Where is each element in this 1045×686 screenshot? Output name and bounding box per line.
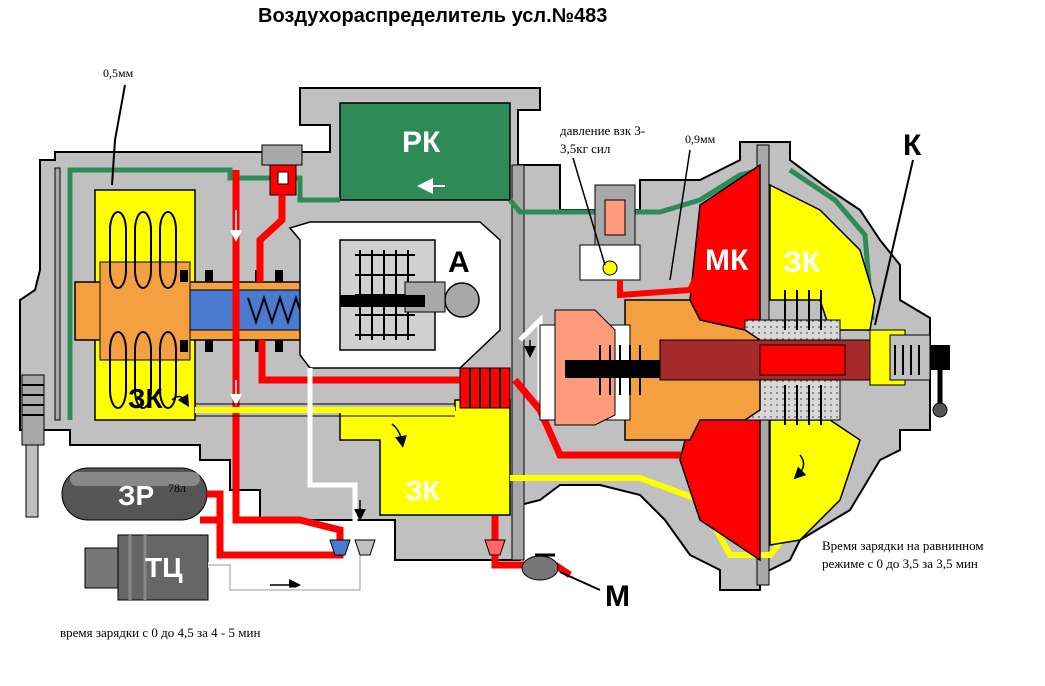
label-k: К — [903, 129, 922, 162]
mk-feed-channel — [617, 268, 703, 299]
label-tc: ТЦ — [145, 552, 183, 583]
note-pressure-line2: 3,5кг сил — [560, 141, 611, 156]
label-zk-bottom: ЗК — [405, 475, 441, 506]
spring-icon — [109, 211, 177, 409]
label-mk: МК — [705, 244, 749, 277]
chamber-a: А — [288, 221, 501, 369]
left-end-plug — [21, 374, 45, 518]
orifice-left-leader — [111, 84, 126, 186]
orifice-right-leader — [669, 149, 691, 281]
label-rk: РК — [402, 126, 441, 159]
center-connector — [459, 367, 511, 409]
top-left-valve — [261, 144, 303, 196]
spring-icon — [599, 345, 641, 395]
working-chamber-rk: РК — [339, 102, 511, 201]
filter-icon — [329, 539, 506, 556]
label-m: М — [605, 580, 630, 613]
spare-chamber-bottom: ЗК — [339, 399, 511, 516]
label-zr: ЗР — [118, 480, 154, 511]
valve-pink — [539, 309, 660, 426]
label-zr-volume: 78л — [168, 481, 186, 495]
note-orifice-left: 0,5мм — [103, 66, 134, 80]
k-leader-line — [874, 159, 914, 326]
brake-cylinder-tc: ТЦ — [84, 534, 209, 601]
note-pressure-line1: давление взк 3- — [560, 123, 645, 138]
top-right-valve — [579, 184, 641, 281]
tc-feed-pipe — [208, 545, 363, 593]
note-orifice-right: 0,9мм — [685, 132, 716, 146]
note-charge-time-plain-2: режиме с 0 до 3,5 за 3,5 мин — [822, 556, 978, 571]
pressure-leader — [572, 157, 606, 266]
cock-m: М — [521, 553, 630, 613]
note-charge-time-plain-1: Время зарядки на равнинном — [822, 538, 984, 553]
valve-k-handle — [889, 334, 950, 418]
right-main-piston — [624, 290, 906, 441]
note-charge-time-bottom: время зарядки с 0 до 4,5 за 4 - 5 мин — [60, 625, 260, 640]
zr-feed-pipe — [207, 490, 224, 520]
label-zk-left: ЗК — [128, 383, 164, 414]
left-main-piston — [74, 211, 346, 409]
diagram-title: Воздухораспределитель усл.№483 — [258, 5, 607, 27]
label-zk-right: ЗК — [783, 246, 821, 279]
spring-icon — [784, 290, 822, 425]
spring-icon — [894, 345, 920, 375]
spare-reservoir-zr: ЗР 78л — [61, 467, 208, 521]
label-a: А — [448, 246, 470, 279]
